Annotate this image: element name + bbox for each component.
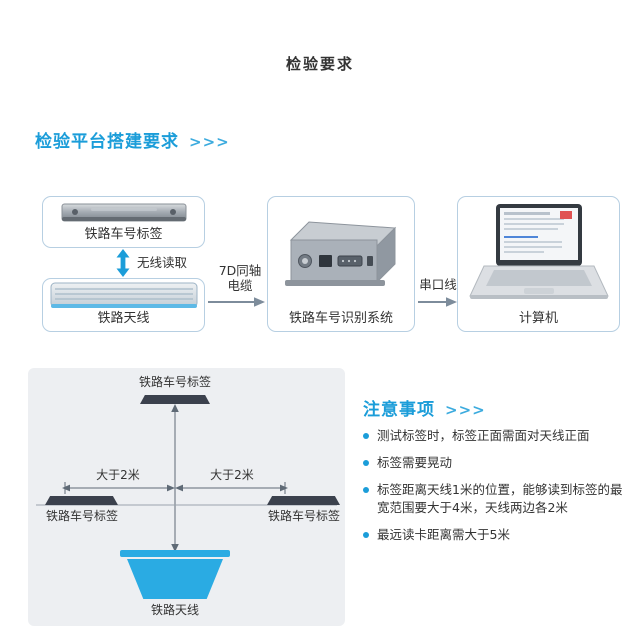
schematic-right-tag-label: 铁路车号标签 <box>267 509 340 523</box>
schematic-left-tag-label: 铁路车号标签 <box>45 509 118 523</box>
computer-label: 计算机 <box>518 311 558 326</box>
recognition-system-label: 铁路车号识别系统 <box>288 311 393 326</box>
computer-image <box>458 197 619 312</box>
right-distance-label: 大于2米 <box>210 468 254 482</box>
note-item: 标签距离天线1米的位置，能够读到标签的最宽范围要大于4米，天线两边各2米 <box>363 481 629 517</box>
railway-tag-label: 铁路车号标签 <box>84 227 163 242</box>
railway-tag-image <box>43 197 204 228</box>
note-text: 测试标签时，标签正面需面对天线正面 <box>377 428 590 443</box>
serial-cable-label: 串口线 <box>419 277 457 292</box>
railway-antenna-box: 铁路天线 <box>42 278 205 332</box>
bullet-dot-icon <box>363 487 369 493</box>
notes-list: 测试标签时，标签正面需面对天线正面 标签需要晃动 标签距离天线1米的位置，能够读… <box>363 427 629 553</box>
note-item: 测试标签时，标签正面需面对天线正面 <box>363 427 629 445</box>
bullet-dot-icon <box>363 433 369 439</box>
schematic-antenna-label: 铁路天线 <box>150 603 199 617</box>
recognition-system-image <box>268 197 414 312</box>
note-text: 最远读卡距离需大于5米 <box>377 527 510 542</box>
schematic-left-tag-shape <box>45 496 118 505</box>
chevrons-icon: >>> <box>445 401 486 419</box>
railway-tag-box: 铁路车号标签 <box>42 196 205 248</box>
bullet-dot-icon <box>363 460 369 466</box>
platform-section-heading: 检验平台搭建要求 >>> <box>35 127 230 152</box>
serial-arrow-icon <box>417 293 457 312</box>
laptop-icon <box>468 203 609 299</box>
layout-diagram-panel: 铁路车号标签 大于2米 大于2米 铁路车号标签 铁路车号标签 铁路天线 <box>28 368 345 626</box>
railway-antenna-label: 铁路天线 <box>97 311 150 326</box>
schematic-right-tag-shape <box>267 496 340 505</box>
railway-tag-icon <box>61 203 186 221</box>
bullet-dot-icon <box>363 532 369 538</box>
coax-label-line1: 7D同轴 <box>218 263 262 278</box>
coax-arrow-icon <box>207 293 265 312</box>
platform-heading-text: 检验平台搭建要求 <box>35 132 179 152</box>
dimension-lines <box>36 404 337 552</box>
schematic-top-tag-shape <box>140 395 210 404</box>
schematic-antenna-body-shape <box>127 559 223 599</box>
recognition-system-box: 铁路车号识别系统 <box>267 196 415 332</box>
schematic-antenna-top-shape <box>120 550 230 557</box>
railway-antenna-image <box>43 279 204 312</box>
railway-antenna-icon <box>50 282 197 308</box>
schematic-top-tag-label: 铁路车号标签 <box>138 375 211 389</box>
wireless-double-arrow-icon <box>115 249 131 281</box>
coax-label-line2: 电缆 <box>227 278 253 293</box>
page-title: 检验要求 <box>285 55 354 73</box>
notes-section-heading: 注意事项 >>> <box>363 395 486 420</box>
chevrons-icon: >>> <box>189 133 230 151</box>
recognition-system-icon <box>285 220 397 286</box>
wireless-read-label: 无线读取 <box>137 255 188 270</box>
note-item: 标签需要晃动 <box>363 454 629 472</box>
computer-box: 计算机 <box>457 196 620 332</box>
note-item: 最远读卡距离需大于5米 <box>363 526 629 544</box>
notes-heading-text: 注意事项 <box>363 400 435 420</box>
note-text: 标签需要晃动 <box>377 455 453 470</box>
coax-cable-label: 7D同轴 电缆 <box>212 263 268 293</box>
note-text: 标签距离天线1米的位置，能够读到标签的最宽范围要大于4米，天线两边各2米 <box>377 482 623 515</box>
left-distance-label: 大于2米 <box>96 468 140 482</box>
